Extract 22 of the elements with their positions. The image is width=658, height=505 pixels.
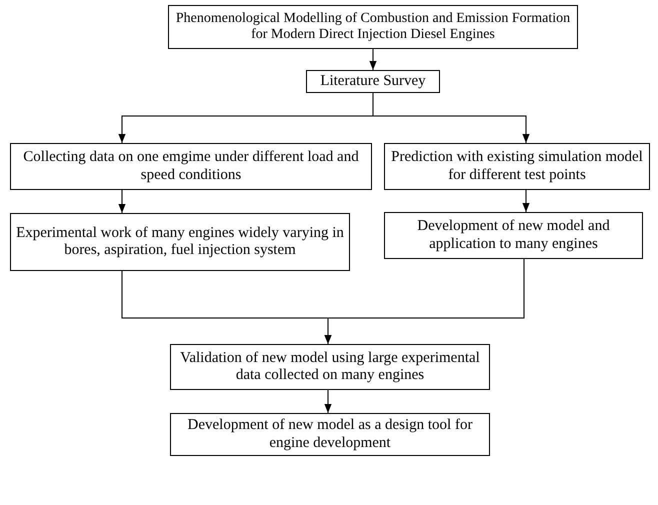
box-text: Development of new model and application to many engines	[416, 218, 611, 253]
process-box	[168, 5, 578, 49]
arrow	[118, 190, 126, 214]
box-text: Phenomenological Modelling of Combustion and Emission Formation for Modern Direct Injection Diesel Engines	[174, 10, 572, 44]
process-box	[10, 213, 350, 271]
box-text: Validation of new model using large experimental data collected on many engines	[179, 350, 481, 384]
arrow	[324, 390, 332, 414]
arrow	[324, 258, 524, 344]
process-box	[170, 413, 490, 456]
process-box	[384, 143, 650, 190]
process-box	[10, 143, 372, 190]
box-text: Literature Survey	[320, 72, 426, 90]
process-box	[306, 70, 440, 93]
arrow	[522, 190, 530, 212]
box-text: Collecting data on one emgime under different load and speed conditions	[22, 149, 360, 184]
box-text: Prediction with existing simulation model for different test points	[390, 149, 644, 184]
box-text: Development of new model as a design tool for engine development	[186, 417, 474, 452]
process-box	[170, 344, 490, 390]
process-box	[384, 212, 643, 259]
box-text: Experimental work of many engines widely varying in bores, aspiration, fuel injection system	[15, 224, 345, 260]
arrow	[372, 92, 530, 144]
arrow	[369, 48, 377, 70]
